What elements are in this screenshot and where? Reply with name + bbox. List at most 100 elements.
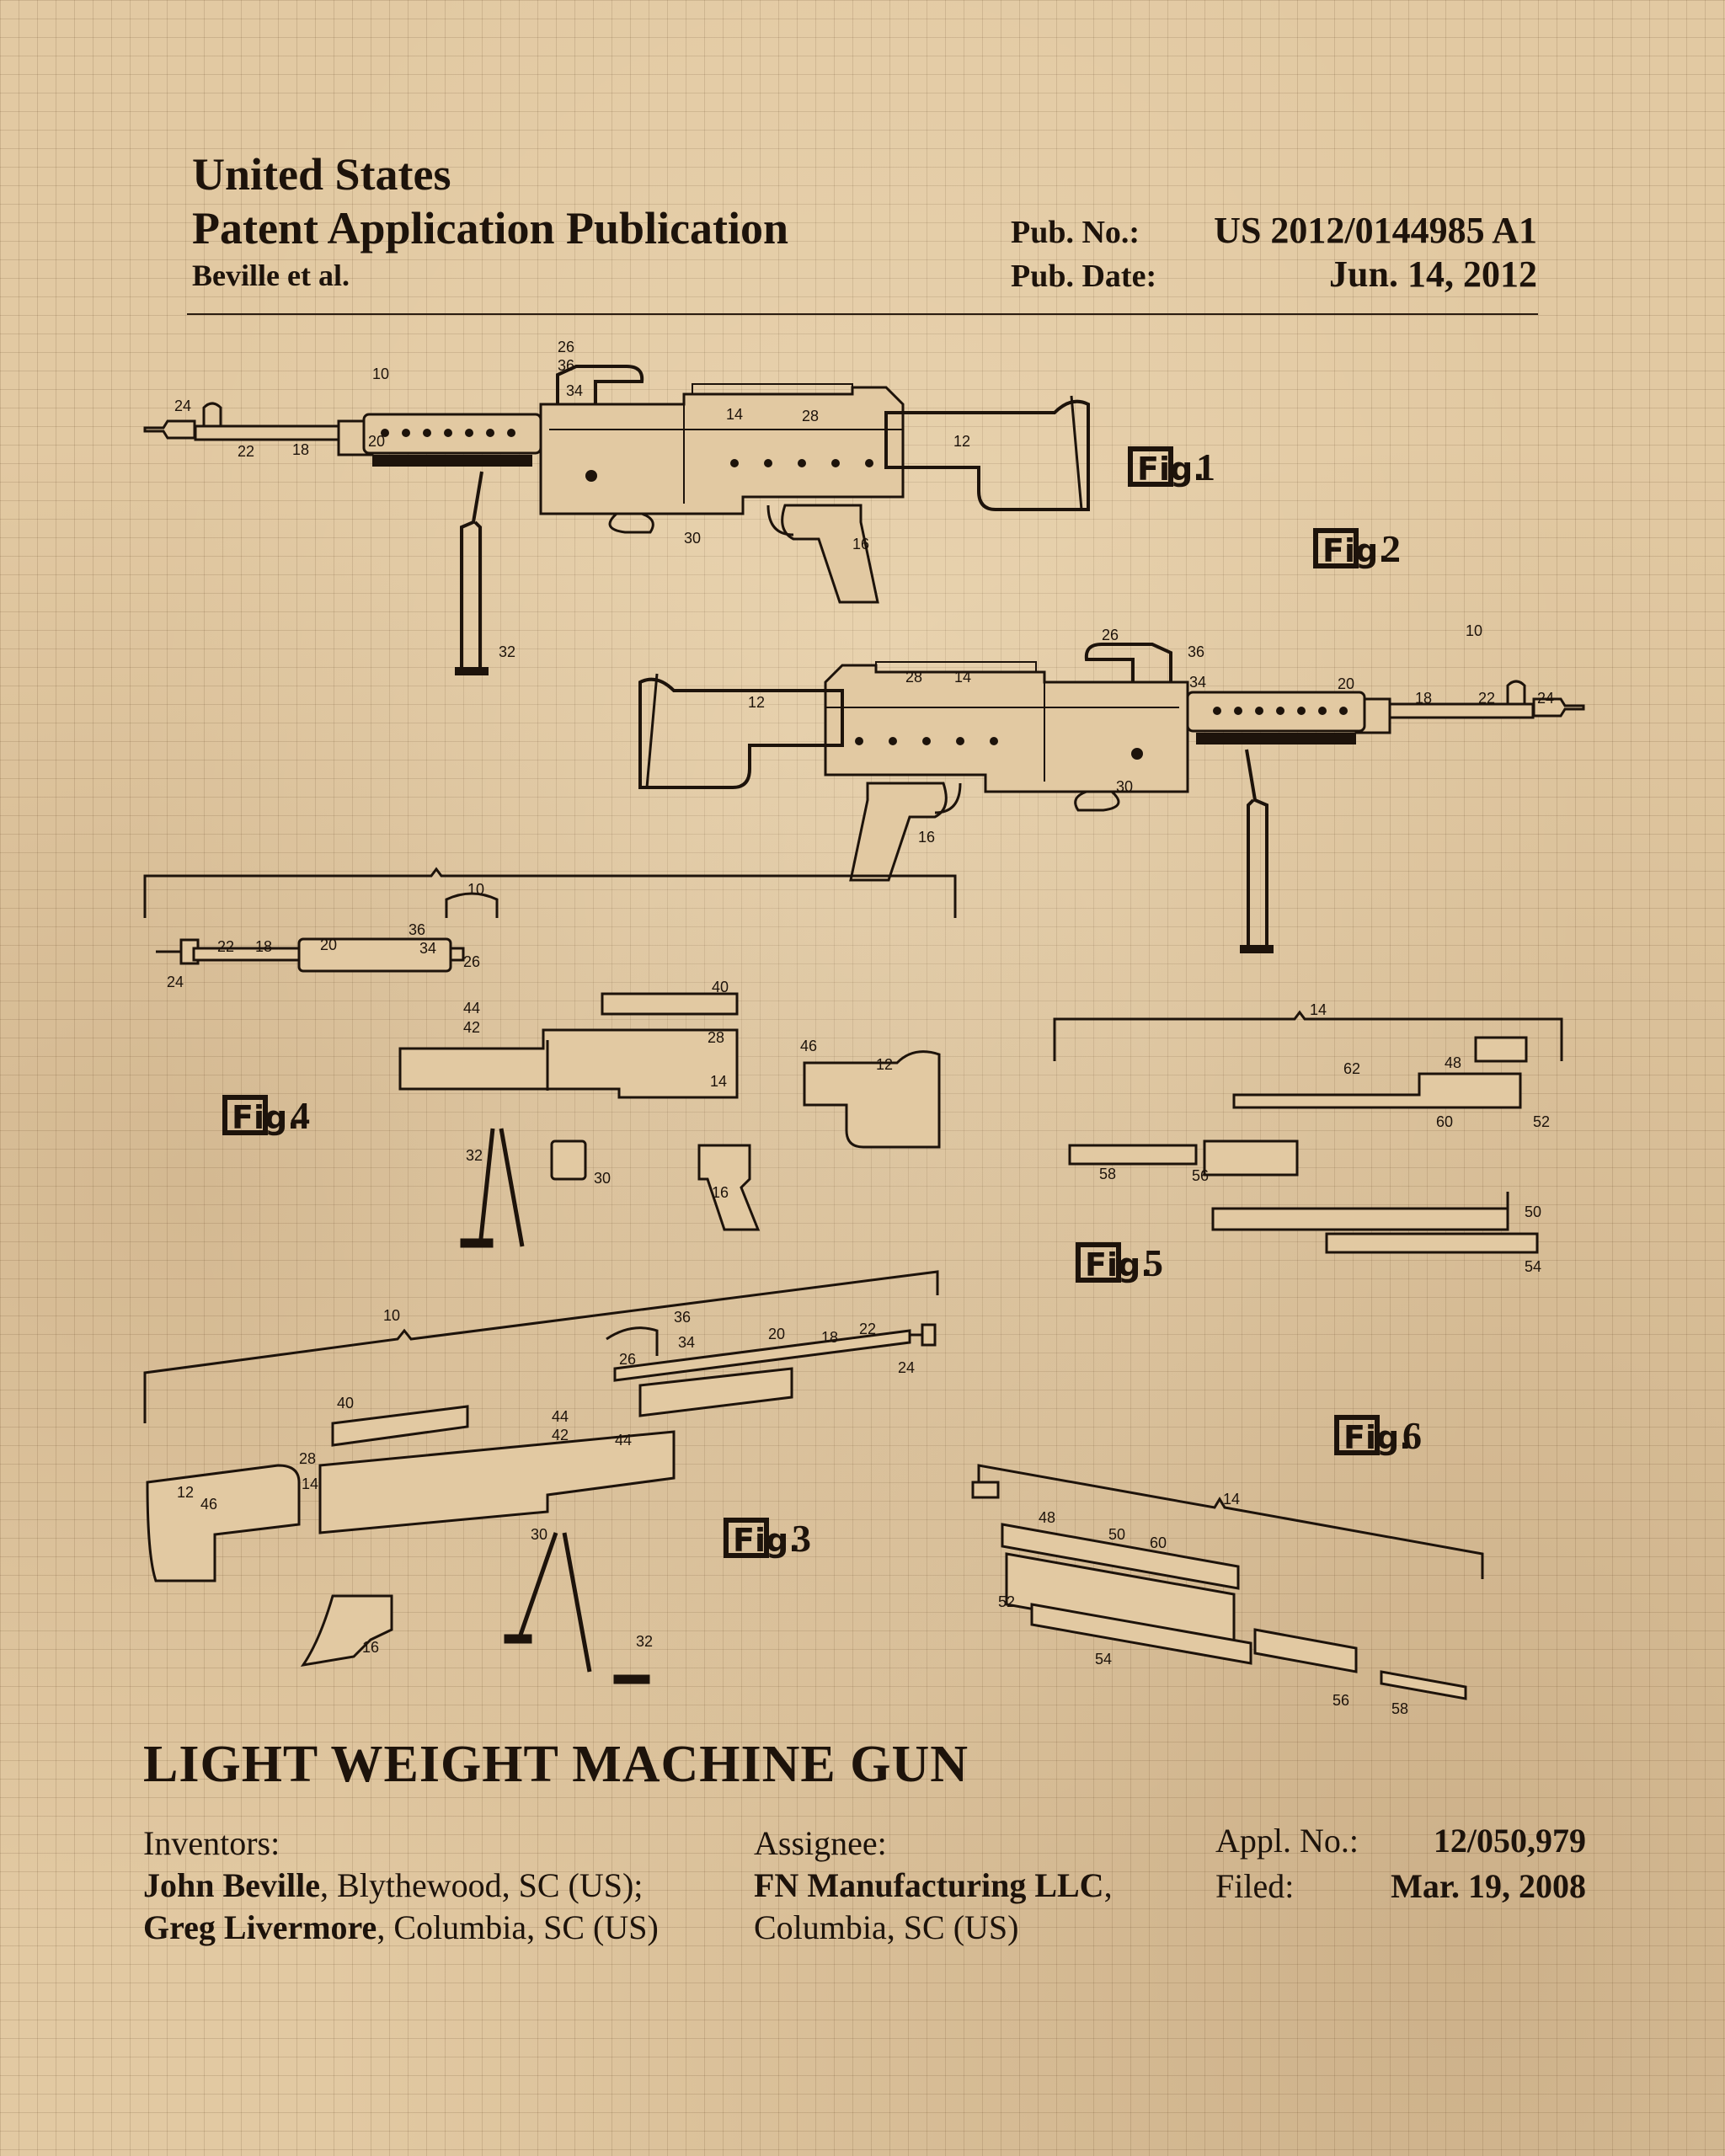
- svg-text:12: 12: [748, 694, 765, 711]
- svg-text:16: 16: [918, 829, 935, 846]
- header-authors: Beville et al.: [192, 259, 350, 292]
- svg-text:12: 12: [177, 1484, 194, 1501]
- svg-text:44: 44: [463, 1000, 480, 1017]
- svg-text:Fig.: Fig.: [1322, 532, 1391, 569]
- fig-label-4: Fig. 4: [222, 1094, 310, 1137]
- svg-text:14: 14: [1310, 1001, 1327, 1018]
- filed-date-row: Filed: Mar. 19, 2008: [1215, 1866, 1586, 1906]
- svg-text:Fig.: Fig.: [1137, 451, 1205, 488]
- inventors-label: Inventors:: [143, 1824, 280, 1862]
- fig-label-1: Fig. 1: [1128, 446, 1215, 488]
- assignee-location: , Columbia, SC (US): [754, 1866, 1113, 1946]
- svg-text:22: 22: [1478, 690, 1495, 707]
- svg-text:10: 10: [1466, 622, 1482, 639]
- assignee-block: Assignee: FN Manufacturing LLC, Columbia…: [754, 1822, 1192, 1949]
- svg-text:1: 1: [1196, 446, 1215, 488]
- svg-text:18: 18: [255, 938, 272, 955]
- svg-text:12: 12: [876, 1056, 893, 1073]
- svg-text:2: 2: [1381, 527, 1401, 570]
- svg-text:34: 34: [419, 940, 436, 957]
- svg-text:5: 5: [1144, 1241, 1163, 1284]
- figure-6-drawing: [971, 1464, 1484, 1700]
- svg-text:56: 56: [1192, 1167, 1209, 1184]
- svg-text:Fig.: Fig.: [733, 1522, 801, 1559]
- assignee-name: FN Manufacturing LLC: [754, 1866, 1104, 1904]
- svg-text:22: 22: [217, 938, 234, 955]
- figure-4-drawing: [143, 867, 957, 1248]
- svg-text:14: 14: [1223, 1491, 1240, 1508]
- svg-text:26: 26: [558, 339, 574, 355]
- svg-text:32: 32: [466, 1147, 483, 1164]
- inventor-1-location: , Blythewood, SC (US);: [320, 1866, 644, 1904]
- svg-text:32: 32: [499, 643, 515, 660]
- svg-text:62: 62: [1343, 1060, 1360, 1077]
- svg-text:14: 14: [710, 1073, 727, 1090]
- svg-text:36: 36: [1188, 643, 1204, 660]
- svg-text:58: 58: [1391, 1700, 1408, 1717]
- figure-2-drawing: [638, 643, 1585, 955]
- svg-text:16: 16: [852, 536, 869, 552]
- svg-text:46: 46: [200, 1496, 217, 1513]
- filed-date-value: Mar. 19, 2008: [1391, 1867, 1586, 1905]
- fig-label-2: Fig. 2: [1313, 527, 1401, 570]
- header-rule: [187, 313, 1538, 315]
- svg-text:34: 34: [566, 382, 583, 399]
- svg-text:20: 20: [368, 433, 385, 450]
- svg-text:50: 50: [1525, 1203, 1541, 1220]
- svg-text:42: 42: [463, 1019, 480, 1036]
- svg-text:22: 22: [238, 443, 254, 460]
- svg-text:24: 24: [167, 974, 184, 990]
- svg-text:16: 16: [712, 1184, 729, 1201]
- svg-text:52: 52: [1533, 1113, 1550, 1130]
- figure-3-drawing: [143, 1270, 939, 1684]
- fig-label-6: Fig. 6: [1334, 1414, 1422, 1457]
- figure-5-drawing: [1053, 1010, 1563, 1254]
- svg-text:26: 26: [1102, 627, 1119, 643]
- svg-text:18: 18: [292, 441, 309, 458]
- svg-text:36: 36: [558, 357, 574, 374]
- svg-text:34: 34: [1189, 674, 1206, 691]
- svg-text:28: 28: [299, 1450, 316, 1467]
- svg-text:28: 28: [905, 669, 922, 686]
- svg-text:34: 34: [678, 1334, 695, 1351]
- svg-text:24: 24: [174, 398, 191, 414]
- svg-text:22: 22: [859, 1321, 876, 1337]
- svg-text:26: 26: [463, 953, 480, 970]
- svg-text:Fig.: Fig.: [1085, 1246, 1153, 1283]
- inventors-text: John Beville, Blythewood, SC (US); Greg …: [143, 1865, 699, 1949]
- svg-text:40: 40: [712, 979, 729, 995]
- svg-text:10: 10: [372, 366, 389, 382]
- header-country: United States: [192, 149, 451, 200]
- pub-number-value: US 2012/0144985 A1: [1214, 210, 1537, 251]
- svg-text:28: 28: [802, 408, 819, 424]
- svg-text:14: 14: [954, 669, 971, 686]
- pub-number-label: Pub. No.:: [1011, 215, 1140, 250]
- svg-text:4: 4: [291, 1094, 310, 1137]
- svg-text:12: 12: [953, 433, 970, 450]
- svg-text:32: 32: [636, 1633, 653, 1650]
- pub-date-label: Pub. Date:: [1011, 259, 1157, 294]
- svg-text:50: 50: [1108, 1526, 1125, 1543]
- svg-text:48: 48: [1039, 1509, 1055, 1526]
- svg-text:44: 44: [615, 1432, 632, 1449]
- fig-label-3: Fig. 3: [724, 1517, 811, 1560]
- svg-text:52: 52: [998, 1593, 1015, 1610]
- svg-text:26: 26: [619, 1351, 636, 1368]
- svg-text:42: 42: [552, 1427, 569, 1444]
- svg-text:54: 54: [1095, 1651, 1112, 1668]
- inventors-block: Inventors: John Beville, Blythewood, SC …: [143, 1822, 699, 1949]
- svg-text:10: 10: [467, 881, 484, 898]
- svg-text:24: 24: [898, 1359, 915, 1376]
- svg-text:Fig.: Fig.: [1343, 1419, 1412, 1456]
- svg-text:16: 16: [362, 1639, 379, 1656]
- application-number-row: Appl. No.: 12/050,979: [1215, 1821, 1586, 1860]
- pub-date-value: Jun. 14, 2012: [1329, 253, 1537, 295]
- inventor-1-name: John Beville: [143, 1866, 321, 1904]
- svg-text:30: 30: [594, 1170, 611, 1187]
- svg-text:6: 6: [1402, 1414, 1422, 1457]
- svg-text:14: 14: [726, 406, 743, 423]
